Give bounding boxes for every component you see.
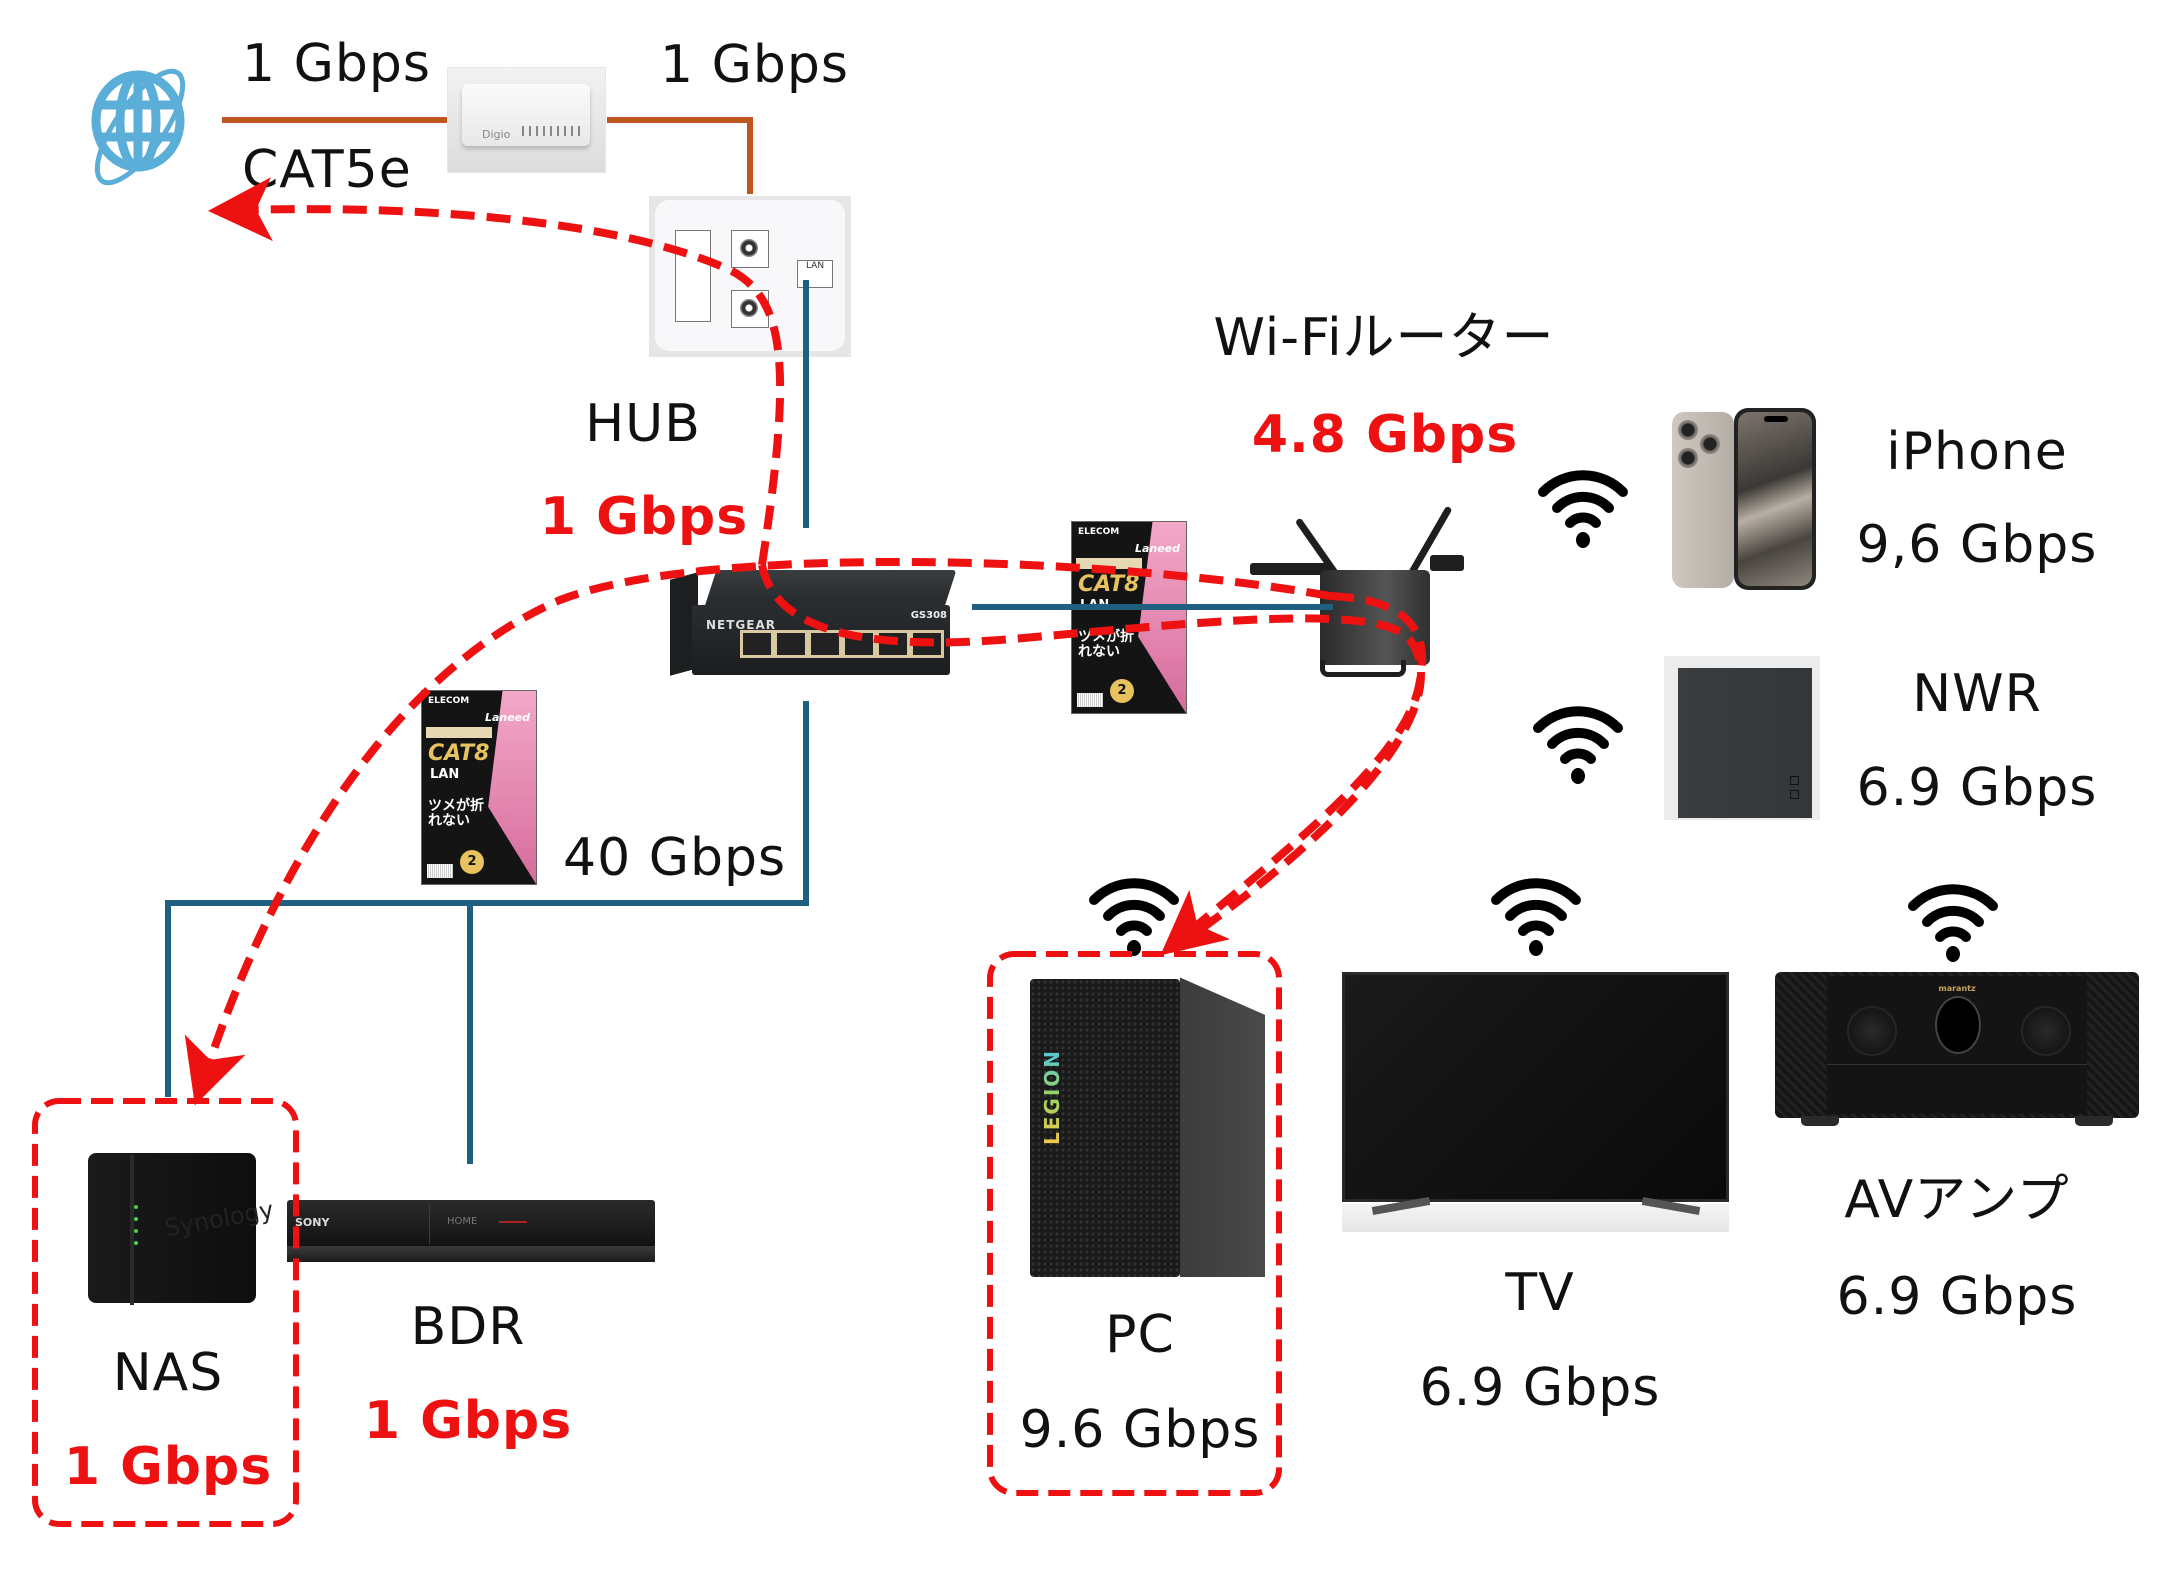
bdr-speed: 1 Gbps [363,1391,573,1451]
av-amp-brand: marantz [1938,984,1976,993]
hub-speed: 1 Gbps [539,487,749,547]
wall-plate-device: LAN [649,196,851,357]
small-switch-device: Digio [447,67,606,173]
bdr-recorder-device: SONY HOME [287,1200,655,1264]
wifi-icon-nwr [1530,694,1626,786]
package-category: CAT8 [428,741,490,766]
package-maker: ELECOM [428,696,470,706]
package-series: Laneed [484,711,530,724]
hub-label: HUB [585,394,701,454]
cat8-speed-label: 40 Gbps [563,828,787,888]
bdr-home-label: HOME [447,1216,478,1227]
av-amp-device: marantz [1775,972,2139,1128]
router-speed: 4.8 Gbps [1251,405,1519,465]
cable-type-label: CAT5e [242,140,412,200]
lan-jack: LAN [797,260,833,288]
bdr-brand: SONY [295,1216,330,1229]
package-length: 2 [460,850,484,874]
pc-tower-device: LEGION [1030,965,1270,1277]
link-speed-internet: 1 Gbps [242,34,432,94]
package-type: LAN [1080,598,1110,613]
wire-switch-to-wall [607,117,753,194]
coax-port-bottom [731,290,769,328]
small-switch-ports [522,126,584,136]
package-series: Laneed [1134,542,1180,555]
lan-jack-label: LAN [805,261,825,271]
nas-label: NAS [112,1343,224,1403]
nwr-device [1664,656,1820,820]
nas-device: Synology [78,1145,276,1311]
netgear-hub-device: NETGEAR GS308 [670,570,957,682]
tv-label: TV [1505,1263,1575,1323]
coax-port-top [731,230,769,268]
nwr-speed: 6.9 Gbps [1856,758,2098,818]
package-feature: ツメが折れない [428,798,484,829]
pc-speed: 9.6 Gbps [1019,1400,1261,1460]
iphone-label: iPhone [1886,422,2068,482]
package-maker: ELECOM [1078,527,1120,537]
iphone-device [1672,408,1818,592]
nwr-label: NWR [1912,664,2042,724]
package-length: 2 [1110,679,1134,703]
cat8-cable-package-left: ELECOM Laneed CAT8 LAN ツメが折れない 2 [421,690,537,885]
av-amp-speed: 6.9 Gbps [1836,1267,2078,1327]
link-speed-switch-wall: 1 Gbps [660,35,850,95]
netgear-model: GS308 [910,610,947,621]
wifi-icon-iphone [1535,458,1631,550]
wifi-icon-av-amp [1905,872,2001,964]
tv-speed: 6.9 Gbps [1419,1358,1661,1418]
wifi-icon-pc [1086,866,1182,958]
package-type: LAN [430,767,460,782]
pc-label: PC [1105,1305,1175,1365]
package-feature: ツメが折れない [1078,629,1134,660]
bdr-label: BDR [410,1297,526,1357]
iphone-speed: 9,6 Gbps [1856,515,2098,575]
pc-brand: LEGION [1040,1048,1064,1145]
router-label: Wi-Fiルーター [1213,308,1555,368]
small-switch-body: Digio [462,84,590,146]
av-amp-label: AVアンプ [1844,1170,2070,1230]
wifi-router-device [1250,495,1465,685]
small-switch-brand: Digio [482,128,511,141]
tv-device [1342,972,1729,1232]
internet-globe-icon [80,55,198,190]
package-category: CAT8 [1078,572,1140,597]
av-amp-display [1935,996,1981,1054]
wifi-icon-tv [1488,866,1584,958]
nas-speed: 1 Gbps [63,1437,273,1497]
cat8-cable-package-right: ELECOM Laneed CAT8 LAN ツメが折れない 2 [1071,521,1187,714]
power-outlet [675,230,711,322]
